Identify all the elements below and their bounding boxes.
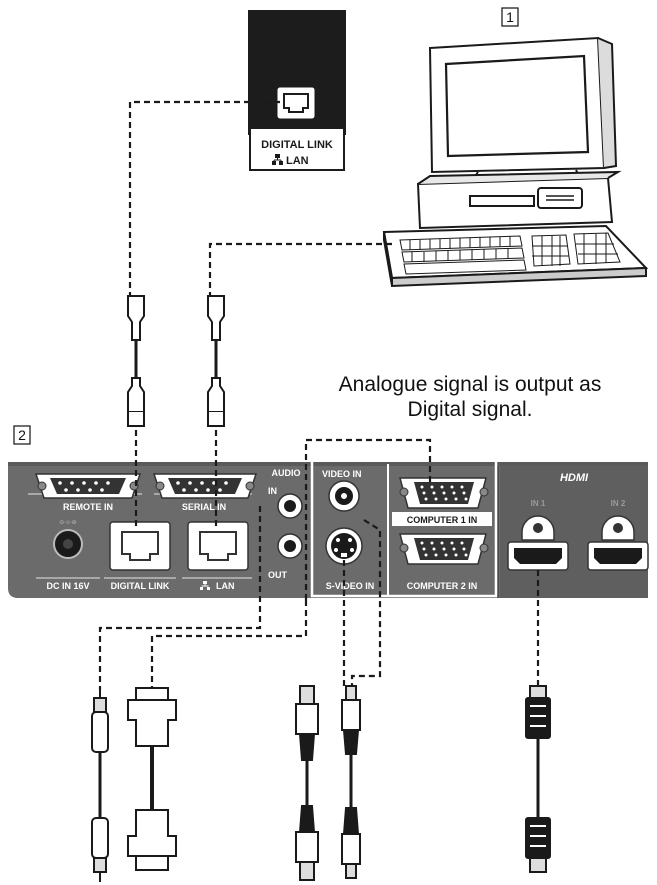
digital-link-label: DIGITAL LINK bbox=[111, 581, 170, 591]
lan-port: LAN bbox=[187, 521, 249, 591]
svg-text:1: 1 bbox=[506, 9, 514, 25]
serial-in-label: SERIAL IN bbox=[182, 502, 226, 512]
lan-top-label: LAN bbox=[286, 155, 309, 167]
dc-in-port: ⊖-c-⊕ DC IN 16V bbox=[46, 520, 89, 591]
analogue-caption: Analogue signal is output as Digital sig… bbox=[290, 372, 650, 422]
svg-text:⊖-c-⊕: ⊖-c-⊕ bbox=[59, 520, 76, 526]
audio-in-label: IN bbox=[268, 486, 277, 496]
lan-top-icon bbox=[272, 154, 283, 165]
computer2-in-port: COMPUTER 2 IN bbox=[399, 533, 489, 591]
svg-text:2: 2 bbox=[18, 427, 26, 443]
computer1-in-label: COMPUTER 1 IN bbox=[407, 515, 478, 525]
video-in-port: VIDEO IN bbox=[322, 469, 362, 512]
lan-cable-connectors bbox=[127, 295, 225, 427]
video-in-label: VIDEO IN bbox=[322, 469, 362, 479]
digital-link-top-label: DIGITAL LINK bbox=[261, 139, 333, 151]
lan-label: LAN bbox=[216, 581, 235, 591]
digital-link-port: DIGITAL LINK bbox=[109, 521, 171, 591]
computer2-in-label: COMPUTER 2 IN bbox=[407, 581, 478, 591]
caption-line-2: Digital signal. bbox=[407, 398, 533, 421]
callout-1: 1 bbox=[501, 7, 519, 27]
vga-cable bbox=[127, 687, 177, 871]
dashed-cables bbox=[98, 100, 540, 690]
hdmi-in1-label: IN 1 bbox=[531, 499, 546, 508]
computer1-in-port: COMPUTER 1 IN bbox=[392, 477, 492, 526]
audio-ports: AUDIO IN OUT bbox=[268, 468, 303, 580]
s-video-cable bbox=[295, 685, 319, 881]
remote-in-port: REMOTE IN bbox=[34, 473, 142, 512]
hdmi-section: HDMI IN 1 IN 2 bbox=[507, 472, 649, 571]
audio-label: AUDIO bbox=[272, 468, 301, 478]
hdmi-cable bbox=[525, 685, 551, 873]
serial-in-port: SERIAL IN bbox=[152, 473, 258, 512]
hdmi-logo: HDMI bbox=[560, 472, 589, 484]
hdmi-in2-label: IN 2 bbox=[611, 499, 626, 508]
caption-line-1: Analogue signal is output as bbox=[338, 373, 602, 396]
lan-panel-icon bbox=[200, 581, 210, 590]
callout-2: 2 bbox=[13, 425, 31, 445]
computer-illustration bbox=[382, 36, 649, 288]
digital-link-transmitter: DIGITAL LINK LAN bbox=[248, 10, 346, 171]
s-video-in-port: S-VIDEO IN bbox=[325, 527, 375, 591]
s-video-in-label: S-VIDEO IN bbox=[326, 581, 375, 591]
remote-in-label: REMOTE IN bbox=[63, 502, 113, 512]
dc-in-label: DC IN 16V bbox=[46, 581, 89, 591]
audio-cable bbox=[91, 688, 109, 882]
rca-video-cable bbox=[341, 685, 361, 879]
audio-out-label: OUT bbox=[268, 570, 288, 580]
